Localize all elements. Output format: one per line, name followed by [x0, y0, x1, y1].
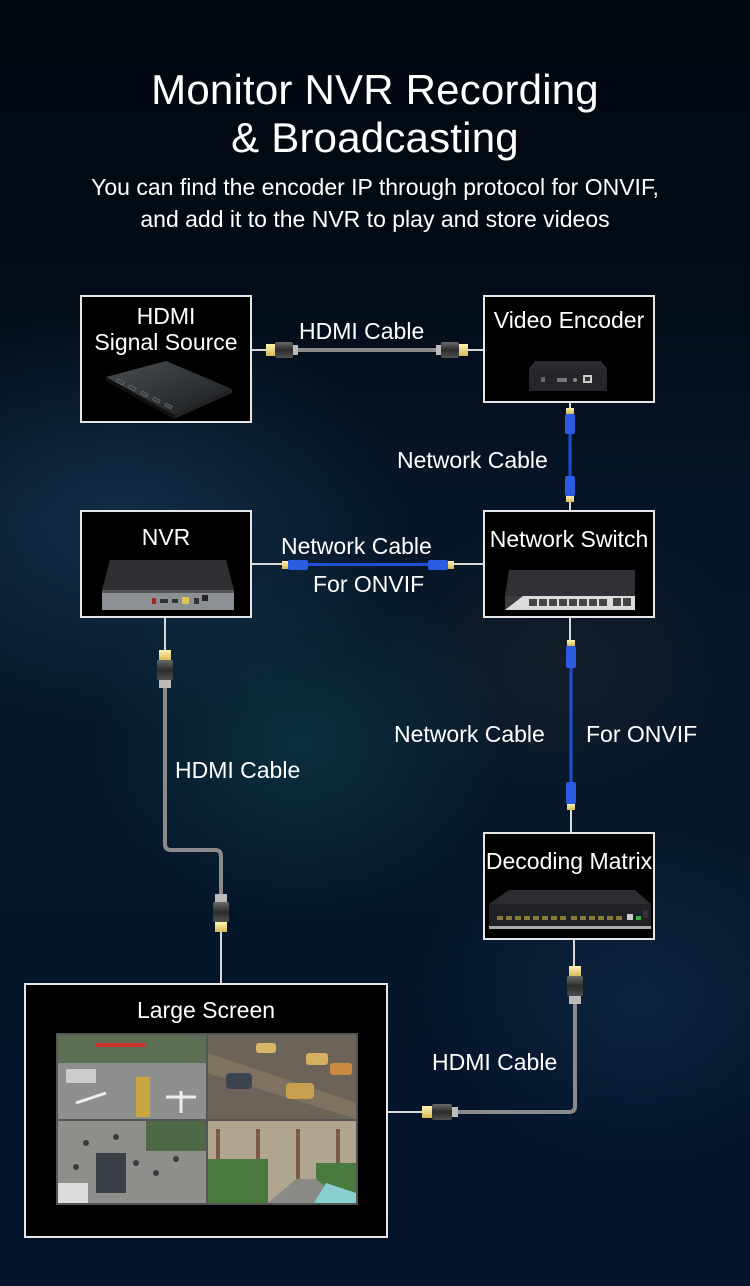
- nvr-recorder-icon: [102, 560, 234, 610]
- device-hdmi-signal-source: HDMI Signal Source: [80, 295, 252, 423]
- device-label: Video Encoder: [493, 307, 645, 333]
- ethernet-cable-switch-to-matrix: [566, 640, 576, 810]
- device-label: Network Switch: [489, 526, 649, 552]
- cable-label-hdmi-left: HDMI Cable: [175, 757, 301, 783]
- hdmi-connector-tip: [266, 344, 275, 356]
- wire-screen-right: [386, 1111, 422, 1113]
- wire-matrix-down: [573, 939, 575, 967]
- wire-encoder-down: [569, 402, 571, 410]
- ethernet-cable-switch-to-nvr: [282, 560, 454, 570]
- cable-label-network-encoder: Network Cable: [397, 447, 548, 473]
- hdmi-cable-source-to-encoder: [266, 342, 468, 358]
- cable-label-onvif-matrix: For ONVIF: [586, 721, 698, 747]
- device-label-line-1: HDMI: [136, 303, 196, 329]
- wire-switch-down: [569, 617, 571, 641]
- wire-nvr-right: [251, 563, 283, 565]
- camera-feed-street: [58, 1121, 206, 1203]
- video-wall-icon: [56, 1033, 358, 1205]
- wire-encoder-left: [464, 349, 484, 351]
- cable-label-onvif-nvr: For ONVIF: [313, 571, 425, 597]
- device-label: NVR: [141, 524, 191, 550]
- device-label: Large Screen: [136, 997, 276, 1023]
- wire-switch-left: [452, 563, 484, 565]
- device-label-line-2: Signal Source: [94, 329, 238, 355]
- camera-feed-intersection: [58, 1035, 206, 1119]
- camera-feed-traffic: [208, 1035, 356, 1119]
- wire-nvr-down: [164, 617, 166, 651]
- page-title: Monitor NVR Recording & Broadcasting: [0, 66, 750, 162]
- ethernet-cable-encoder-to-switch: [565, 408, 575, 502]
- cable-label-network-nvr: Network Cable: [281, 533, 432, 559]
- hdmi-cable-matrix-to-screen: [422, 966, 583, 1120]
- device-label: Decoding Matrix: [485, 848, 653, 874]
- cable-label-hdmi-top: HDMI Cable: [299, 318, 425, 344]
- device-video-encoder: Video Encoder: [483, 295, 655, 403]
- poe-switch-icon: [505, 570, 635, 610]
- rack-decoder-icon: [489, 890, 651, 929]
- subtitle-line-2: and add it to the NVR to play and store …: [140, 206, 610, 232]
- cable-label-hdmi-bottom: HDMI Cable: [432, 1049, 558, 1075]
- title-line-1: Monitor NVR Recording: [151, 66, 599, 113]
- page-subtitle: You can find the encoder IP through prot…: [0, 171, 750, 235]
- cable-label-network-matrix: Network Cable: [394, 721, 545, 747]
- device-nvr: NVR: [80, 510, 252, 618]
- wire-screen-up: [220, 930, 222, 984]
- device-network-switch: Network Switch: [483, 510, 655, 618]
- device-decoding-matrix: Decoding Matrix: [483, 832, 655, 940]
- camera-feed-building: [208, 1121, 356, 1203]
- wire-matrix-up: [570, 808, 572, 833]
- subtitle-line-1: You can find the encoder IP through prot…: [91, 174, 659, 200]
- hdmi-cable-nvr-to-screen: [157, 650, 229, 932]
- hdmi-splitter-icon: [106, 361, 232, 419]
- wire-source-right: [251, 349, 269, 351]
- encoder-box-icon: [529, 361, 607, 391]
- wire-switch-up: [569, 498, 571, 511]
- title-line-2: & Broadcasting: [231, 114, 519, 161]
- device-large-screen: Large Screen: [24, 983, 388, 1238]
- device-label: HDMI Signal Source: [82, 303, 250, 355]
